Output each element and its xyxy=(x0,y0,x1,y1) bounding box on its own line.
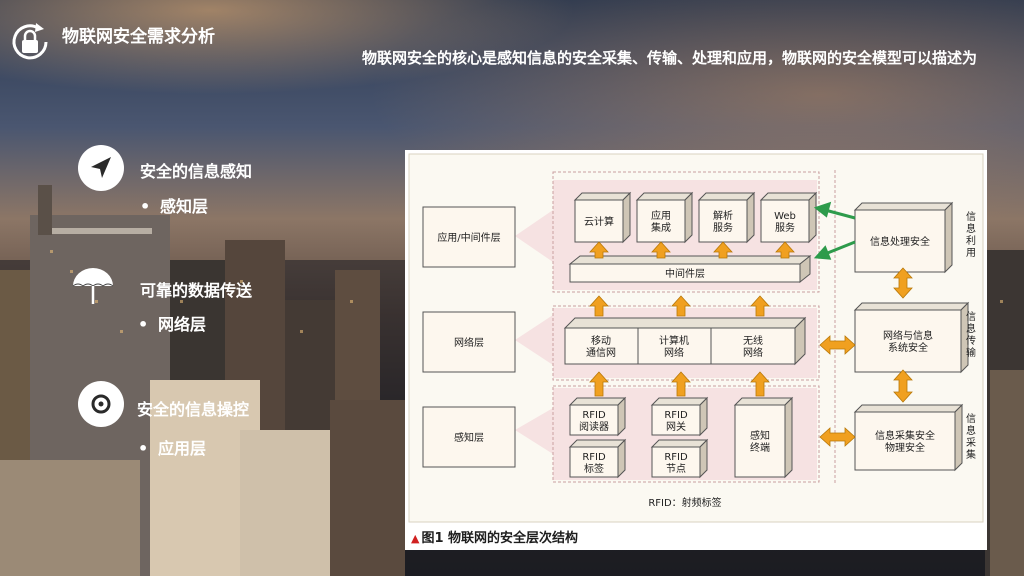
layer-box-network: 网络层 xyxy=(422,311,516,373)
app-box-2: 解析服务 xyxy=(697,191,756,244)
security-side-label-2: 信息采集 xyxy=(966,413,976,461)
feature-subitem-1: 感知层 xyxy=(140,193,208,217)
layer-box-app: 应用/中间件层 xyxy=(422,206,516,268)
up-arrow-5 xyxy=(671,295,691,317)
middleware-bar: 中间件层 xyxy=(568,254,812,284)
network-box-label-1: 计算机网络 xyxy=(659,334,689,359)
security-side-label-1: 信息传输 xyxy=(966,311,976,359)
network-box-label-2: 无线网络 xyxy=(743,334,763,359)
app-box-1: 应用集成 xyxy=(635,191,694,244)
security-side-label-0: 信息利用 xyxy=(966,211,976,259)
slide-title: 物联网安全需求分析 xyxy=(62,27,215,47)
app-box-0: 云计算 xyxy=(573,191,632,244)
middleware-label: 中间件层 xyxy=(665,267,705,280)
umbrella-icon xyxy=(70,262,116,308)
layer-label-2: 感知层 xyxy=(454,431,484,444)
layer-box-sense: 感知层 xyxy=(422,406,516,468)
network-box-label-0: 移动通信网 xyxy=(586,334,616,359)
up-arrow-3 xyxy=(775,241,795,259)
up-arrow-8 xyxy=(671,371,691,397)
layer-label-0: 应用/中间件层 xyxy=(437,231,500,244)
up-arrow-2 xyxy=(713,241,733,259)
feature-heading-2: 可靠的数据传送 xyxy=(140,281,253,300)
diagram-caption: ▲图1 物联网的安全层次结构 xyxy=(411,527,578,546)
green-arrows xyxy=(813,201,856,260)
up-arrow-7 xyxy=(589,371,609,397)
up-arrow-4 xyxy=(589,295,609,317)
security-box-0: 信息处理安全 xyxy=(853,201,954,274)
network-bar xyxy=(563,316,807,366)
security-box-label-0: 信息处理安全 xyxy=(870,235,930,248)
app-box-label-0: 云计算 xyxy=(584,215,614,228)
up-arrow-0 xyxy=(589,241,609,259)
up-arrow-1 xyxy=(651,241,671,259)
intro-paragraph: 物联网安全的核心是感知信息的安全采集、传输、处理和应用，物联网的安全模型可以描述… xyxy=(362,49,978,67)
security-box-2: 信息采集安全物理安全 xyxy=(853,403,964,472)
security-box-1: 网络与信息系统安全 xyxy=(853,301,970,374)
up-arrow-6 xyxy=(750,295,770,317)
security-box-label-1: 网络与信息系统安全 xyxy=(883,329,933,354)
feature-heading-3: 安全的信息操控 xyxy=(137,400,250,419)
app-box-label-2: 解析服务 xyxy=(713,209,733,234)
feature-subitem-3: 应用层 xyxy=(138,435,206,459)
sense-box-label-4: 感知终端 xyxy=(750,429,770,454)
diagram-note: RFID：射频标签 xyxy=(648,496,721,509)
app-box-label-1: 应用集成 xyxy=(651,209,671,234)
disc-icon xyxy=(78,381,124,427)
diagram-caption-text: 图1 物联网的安全层次结构 xyxy=(421,531,579,546)
sense-box-4: 感知终端 xyxy=(733,396,794,479)
feature-subitem-2: 网络层 xyxy=(138,311,206,335)
layer-label-1: 网络层 xyxy=(454,336,484,349)
double-arrows xyxy=(819,267,913,447)
lock-refresh-icon xyxy=(8,20,52,64)
feature-heading-1: 安全的信息感知 xyxy=(140,162,253,181)
up-arrow-9 xyxy=(750,371,770,397)
security-box-label-2: 信息采集安全物理安全 xyxy=(875,429,935,454)
navigation-arrow-icon xyxy=(78,145,124,191)
triangle-marker-icon: ▲ xyxy=(411,532,420,545)
